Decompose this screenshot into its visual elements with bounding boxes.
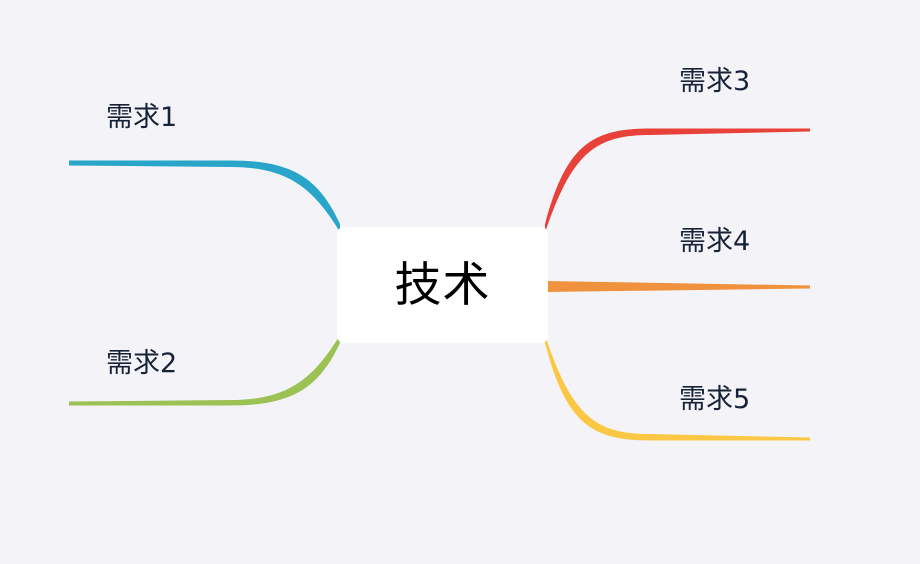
branch-path-req4 bbox=[546, 281, 810, 292]
branch-label-req3[interactable]: 需求3 bbox=[679, 66, 751, 97]
branch-label-req1[interactable]: 需求1 bbox=[106, 102, 178, 133]
branch-path-req1 bbox=[69, 160, 340, 232]
root-node[interactable]: 技术 bbox=[337, 227, 548, 343]
root-node-label: 技术 bbox=[394, 257, 491, 313]
branch-label-req5[interactable]: 需求5 bbox=[679, 384, 751, 415]
branch-path-req3 bbox=[545, 128, 810, 233]
branch-label-req4[interactable]: 需求4 bbox=[679, 226, 751, 257]
branch-label-req2[interactable]: 需求2 bbox=[106, 348, 178, 379]
branch-path-req5 bbox=[545, 335, 810, 441]
